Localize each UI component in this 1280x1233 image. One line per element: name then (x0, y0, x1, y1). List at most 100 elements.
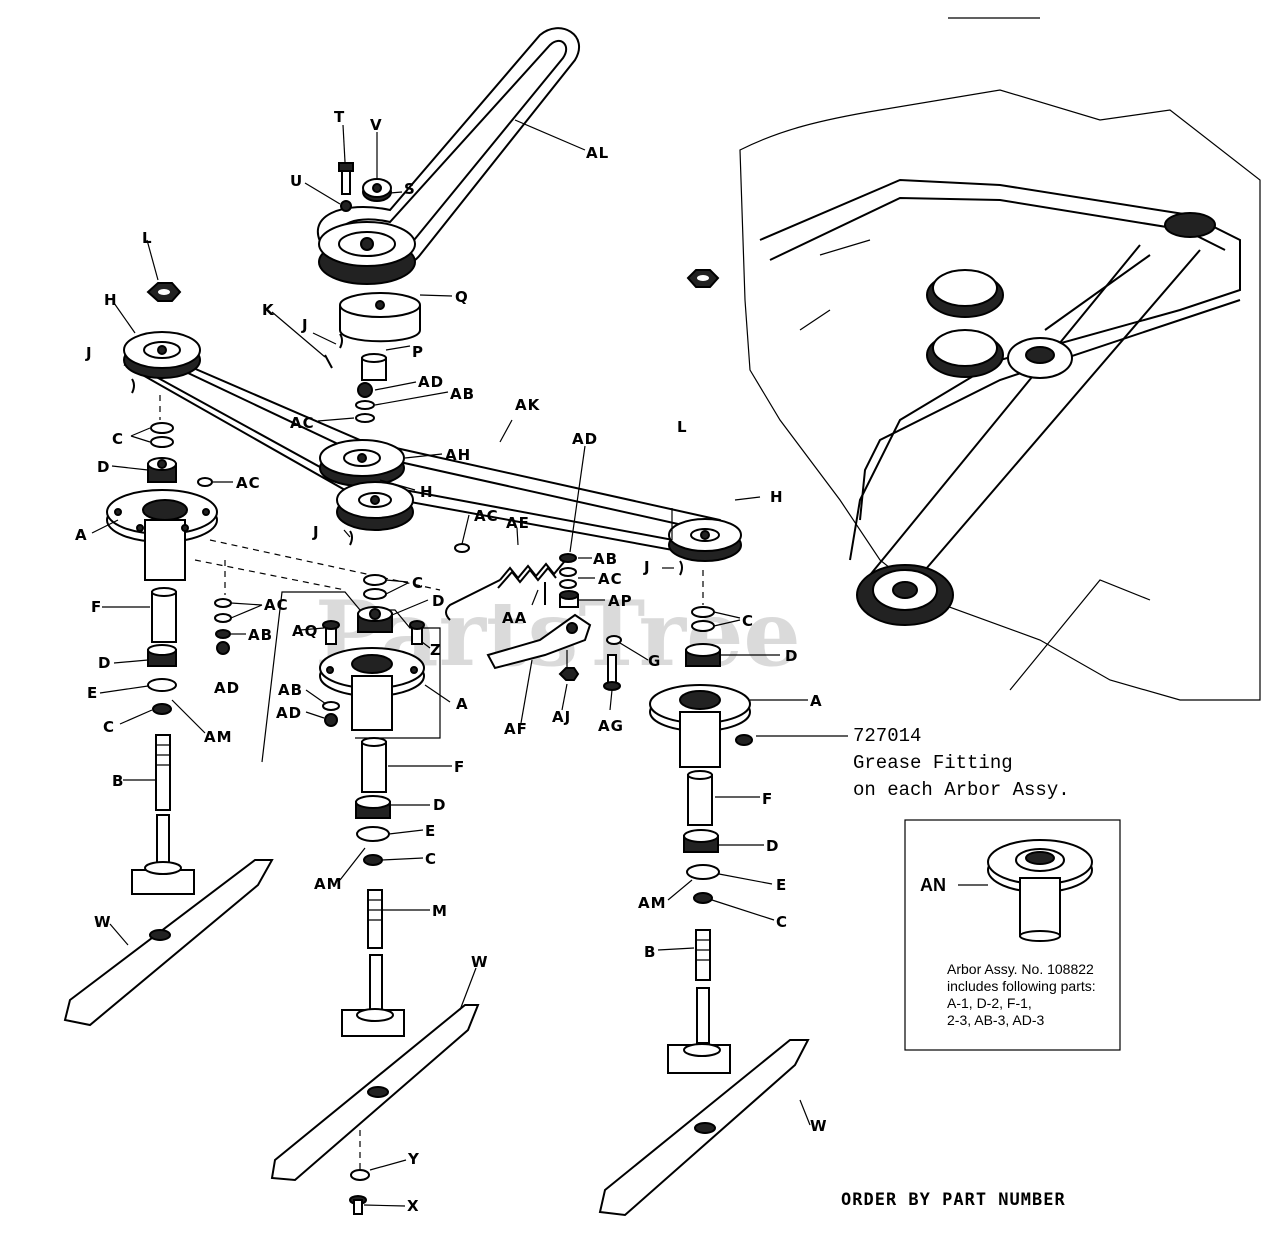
bolt-t (338, 162, 354, 195)
blade-adapter-center (341, 954, 405, 1037)
spring-hook (445, 579, 501, 621)
washer-ac-l2 (214, 613, 232, 623)
key-k (324, 354, 333, 369)
label-h-left: H (104, 291, 118, 309)
label-ah: AH (445, 446, 471, 464)
label-ak: AK (515, 396, 541, 414)
label-ad-l: AD (214, 679, 240, 697)
label-g: G (648, 652, 661, 670)
pulley-h-center (336, 481, 414, 531)
label-q: Q (455, 288, 469, 306)
blade-w-left (63, 859, 274, 1027)
inset-line3: A-1, D-2, F-1, (947, 995, 1032, 1011)
label-an: AN (920, 875, 946, 895)
label-u: U (290, 172, 303, 190)
label-b-left: B (112, 772, 124, 790)
label-e-center: E (425, 822, 436, 840)
label-w-left: W (94, 913, 112, 931)
label-s: S (404, 180, 416, 198)
label-ab-right: AB (593, 550, 618, 568)
washer-ab-right (559, 567, 577, 577)
nut-ad-l (216, 641, 230, 655)
label-am-center: AM (314, 875, 343, 893)
spacer-f-left (151, 587, 177, 643)
bearing-d-left-top (147, 457, 177, 483)
label-d-center: D (433, 796, 446, 814)
label-k: K (262, 301, 275, 319)
spacer-f-center (361, 737, 387, 793)
arbor-assembly-an (987, 839, 1093, 942)
pulley-s (318, 221, 416, 285)
spring-ae (497, 561, 565, 589)
inset-box (904, 819, 1121, 1051)
label-p: P (412, 343, 424, 361)
label-l-left: L (142, 229, 153, 247)
key-j-left (131, 378, 135, 394)
label-d-left-top: D (97, 458, 110, 476)
bearing-d-center (355, 795, 391, 819)
label-ab-top: AB (450, 385, 475, 403)
label-c-left-bot: C (103, 718, 115, 736)
pulley-h-right (668, 518, 742, 562)
washer-c-left-bot (152, 703, 172, 715)
label-ac-top: AC (290, 414, 315, 432)
washer-c-c1 (363, 574, 387, 586)
bolt-x (349, 1195, 367, 1215)
center-arbor-frame (261, 591, 441, 763)
label-h-right: H (770, 488, 784, 506)
washer-y (350, 1169, 370, 1181)
pulley-ah (319, 439, 405, 487)
inset-line4: 2-3, AB-3, AD-3 (947, 1012, 1044, 1028)
label-ad-top: AD (418, 373, 444, 391)
label-a-right: A (810, 692, 823, 710)
label-j-left: J (85, 344, 93, 362)
inset-line1: Arbor Assy. No. 108822 (947, 961, 1094, 977)
hub-q (339, 292, 421, 343)
grease-fitting (735, 734, 753, 746)
arbor-a-center (319, 647, 425, 731)
label-c-left-top: C (112, 430, 124, 448)
washer-c-right-bot (693, 892, 713, 904)
label-b-right: B (644, 943, 656, 961)
label-t: T (334, 108, 345, 126)
bearing-d-center-top (357, 606, 393, 633)
label-j-right: J (643, 558, 651, 576)
washer-c-c2 (363, 588, 387, 600)
label-z: Z (430, 641, 442, 659)
washer-e-center (356, 826, 390, 842)
label-e-left: E (87, 684, 98, 702)
label-ab-center: AB (278, 681, 303, 699)
label-ad-center: AD (276, 704, 302, 722)
key-j-center (349, 530, 353, 546)
washer-c-r2 (691, 620, 715, 632)
label-ac-mid: AC (474, 507, 499, 525)
washer-ac-right (559, 579, 577, 589)
bearing-d-right-top (685, 643, 721, 667)
bolt-z (409, 620, 425, 645)
label-f-left: F (91, 598, 102, 616)
label-ad-right: AD (572, 430, 598, 448)
label-v: V (370, 116, 383, 134)
label-d-right: D (766, 837, 779, 855)
grease-note-line1: Grease Fitting (853, 752, 1013, 774)
key-j-right (679, 560, 683, 576)
nut-aj (558, 650, 580, 681)
label-w-center: W (471, 953, 489, 971)
washer-ac-left (197, 477, 213, 487)
nut-ad-right (559, 553, 577, 563)
label-a-center: A (456, 695, 469, 713)
label-ap: AP (608, 592, 633, 610)
washer-ab-top (355, 400, 375, 410)
label-al: AL (586, 144, 609, 162)
blade-w-right (598, 1039, 810, 1217)
washer-u (340, 200, 352, 212)
washer-e-right (686, 864, 720, 880)
key-j-top (339, 333, 343, 349)
spindle-b-left (155, 734, 171, 811)
idler-arm-af (486, 613, 592, 670)
order-by-part-number: ORDER BY PART NUMBER (841, 1190, 1066, 1210)
label-ac-right: AC (598, 570, 623, 588)
spacer-f-right (687, 770, 713, 826)
label-f-right: F (762, 790, 773, 808)
label-c-right-top: C (742, 612, 754, 630)
